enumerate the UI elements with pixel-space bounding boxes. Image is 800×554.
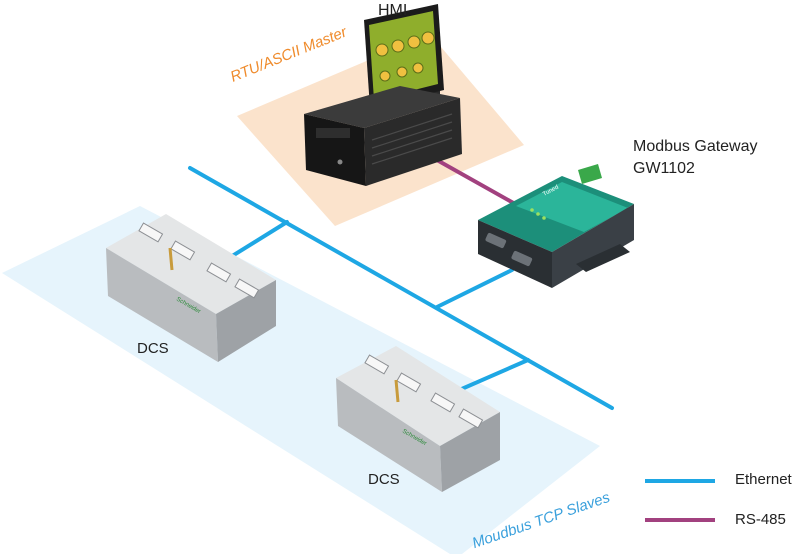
dcs1-side (216, 280, 276, 362)
dcs-label-1: DCS (137, 340, 169, 357)
hmi-pc-vents (371, 113, 453, 165)
hmi-pc-side (364, 98, 462, 186)
hmi-screen-gauges (375, 31, 435, 82)
legend-ethernet-label: Ethernet (735, 471, 792, 488)
legend-rs485-label: RS-485 (735, 511, 786, 528)
gateway-side (552, 204, 634, 288)
gateway-label-line1: Modbus Gateway (633, 138, 758, 155)
gateway-device: Tuned (478, 164, 634, 288)
gateway-terminal (578, 164, 602, 184)
ethernet-link-gateway (435, 268, 514, 309)
dcs-device-1: Schneider (106, 214, 276, 362)
gateway-serial-port-2 (511, 250, 533, 266)
dcs2-top (336, 346, 500, 446)
ethernet-backbone (188, 166, 614, 410)
rs485-link (426, 153, 519, 207)
gateway-label-line2: GW1102 (633, 160, 695, 177)
dcs2-terminals (364, 354, 484, 429)
gateway-serial-port-1 (485, 232, 507, 248)
dcs2-antenna (394, 379, 400, 403)
gateway-top-panel (516, 182, 628, 232)
hmi-pc-top (304, 86, 460, 128)
gateway-label: Modbus Gateway GW1102 (633, 136, 758, 180)
hmi-label: HMI (378, 2, 408, 19)
dcs1-terminals (138, 222, 260, 299)
dcs-label-2: DCS (368, 471, 400, 488)
dcs-device-2: Schneider (336, 346, 500, 492)
hmi-device (304, 4, 462, 186)
gateway-mount-bracket (576, 244, 630, 272)
hmi-pc-bay (316, 128, 350, 138)
dcs1-antenna (168, 247, 174, 271)
hmi-pc-power-button (337, 159, 343, 165)
dcs2-front (336, 378, 442, 492)
dcs1-top (106, 214, 276, 314)
gateway-leds (530, 208, 546, 220)
dcs1-front (106, 248, 218, 362)
dcs2-side (440, 412, 500, 492)
